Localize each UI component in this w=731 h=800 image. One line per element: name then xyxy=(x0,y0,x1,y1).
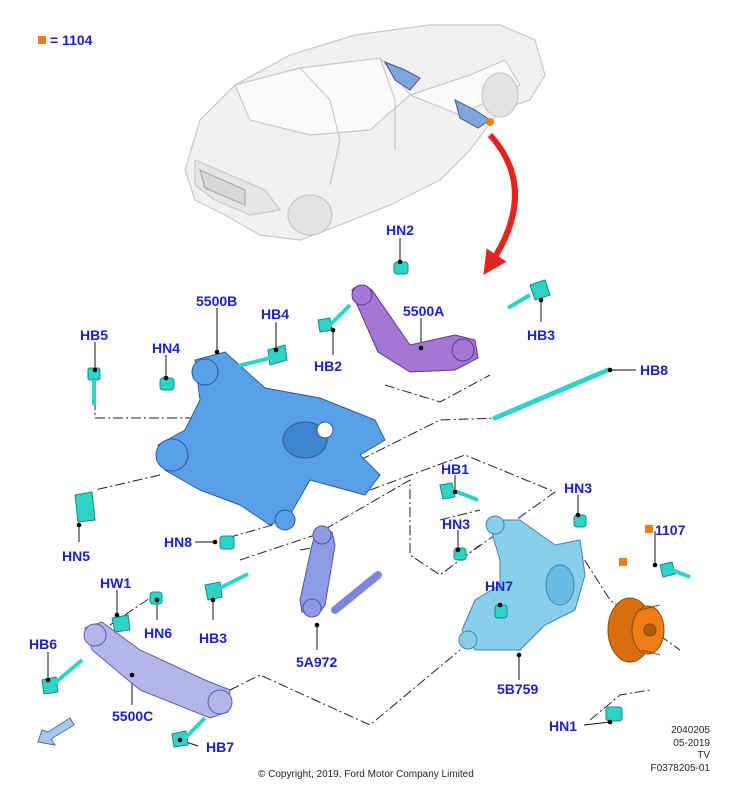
label-hw1: HW1 xyxy=(100,575,132,591)
fasteners xyxy=(41,261,691,748)
wheel-hub xyxy=(607,597,665,663)
label-hn7: HN7 xyxy=(485,578,514,594)
label-5500b: 5500B xyxy=(196,293,238,309)
label-5500c: 5500C xyxy=(112,708,154,724)
label-1107: 1107 xyxy=(655,522,686,538)
code-line: 05-2019 xyxy=(673,737,710,749)
legend-text: = 1104 xyxy=(50,32,93,48)
label-5a972: 5A972 xyxy=(296,654,338,670)
vehicle-suspension-hint xyxy=(383,61,494,129)
label-hn2: HN2 xyxy=(386,222,415,238)
label-5500a: 5500A xyxy=(403,303,445,319)
orange-marker-icon xyxy=(645,525,653,533)
label-hb3-top: HB3 xyxy=(527,327,556,343)
leader-dots xyxy=(45,259,658,743)
label-hn6: HN6 xyxy=(144,625,173,641)
label-5b759: 5B759 xyxy=(497,681,539,697)
orange-marker-icon xyxy=(38,36,46,44)
label-hn3-right: HN3 xyxy=(564,480,593,496)
link-pin xyxy=(331,571,382,614)
label-hb7: HB7 xyxy=(206,739,235,755)
label-hn5: HN5 xyxy=(62,548,91,564)
callout-arrow xyxy=(483,132,518,275)
knuckle xyxy=(458,515,586,651)
label-hb6: HB6 xyxy=(29,636,58,652)
copyright: © Copyright, 2019, Ford Motor Company Li… xyxy=(258,769,474,780)
label-hn3-left: HN3 xyxy=(442,516,471,532)
lower-control-arm xyxy=(83,621,233,719)
label-hb1: HB1 xyxy=(441,461,470,477)
toe-link xyxy=(299,525,336,618)
rear-subframe xyxy=(155,351,386,531)
code-line: 2040205 xyxy=(671,725,710,736)
label-hn1: HN1 xyxy=(549,718,578,734)
label-hb2: HB2 xyxy=(314,358,343,374)
label-hb8: HB8 xyxy=(640,362,669,378)
drawing-codes: 2040205 05-2019 TV F0378205-01 xyxy=(600,725,711,775)
upper-control-arm xyxy=(351,284,479,373)
direction-arrow xyxy=(37,717,75,746)
label-hn8: HN8 xyxy=(164,534,193,550)
code-line: TV xyxy=(697,750,710,761)
label-hb5: HB5 xyxy=(80,327,109,343)
vehicle-outline xyxy=(184,24,546,241)
label-hn4: HN4 xyxy=(152,340,181,356)
orange-marker-icon xyxy=(619,558,627,566)
label-hb4: HB4 xyxy=(261,306,290,322)
code-line: F0378205-01 xyxy=(650,762,711,774)
long-bolt xyxy=(492,367,611,421)
label-hb3-low: HB3 xyxy=(199,630,228,646)
